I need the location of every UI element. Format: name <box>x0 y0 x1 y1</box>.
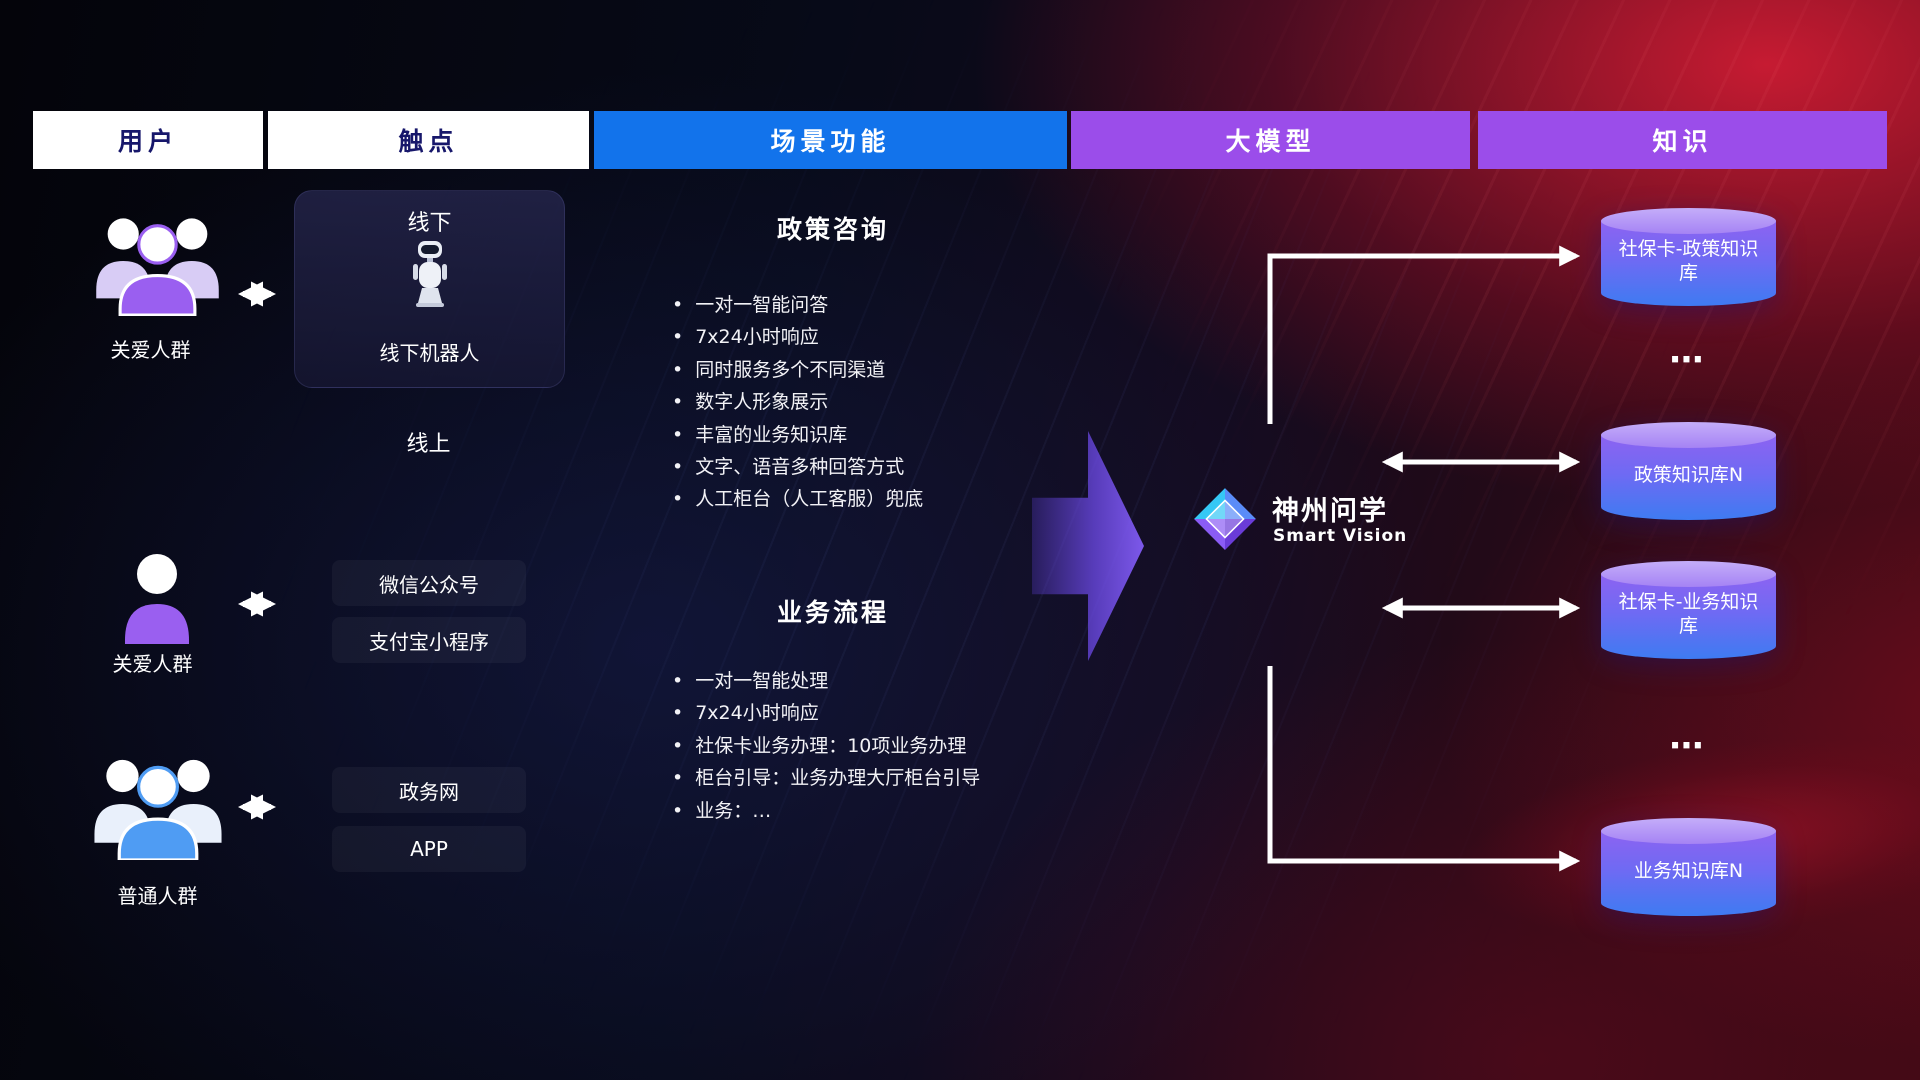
offline-touchpoint-panel: 线下 线下机器人 <box>294 190 565 388</box>
user-group1-label: 关爱人群 <box>110 338 191 362</box>
list-item: 柜台引导：业务办理大厅柜台引导 <box>672 762 1132 794</box>
model-logo-icon <box>1194 488 1256 550</box>
robot-icon <box>412 241 447 307</box>
cylinder-body <box>1601 221 1776 306</box>
ellipsis-dots: ⋯ <box>1669 726 1707 766</box>
column-header-touchpoints: 触点 <box>268 111 589 169</box>
list-item: 同时服务多个不同渠道 <box>672 354 1132 386</box>
knowledge-db-label: 政策知识库N <box>1633 464 1744 487</box>
user-group3-label: 普通人群 <box>117 884 198 908</box>
model-name: 神州问学 <box>1272 496 1388 527</box>
channel-wechat: 微信公众号 <box>332 560 526 606</box>
knowledge-db-label: 业务知识库N <box>1633 860 1744 883</box>
scenario-section1-title: 政策咨询 <box>776 215 889 244</box>
column-header-scenarios: 场景功能 <box>594 111 1067 169</box>
scenario-section1-list: 一对一智能问答 7x24小时响应 同时服务多个不同渠道 数字人形象展示 丰富的业… <box>672 289 1132 516</box>
user-group2-label: 关爱人群 <box>112 652 193 676</box>
cylinder-top <box>1601 422 1776 448</box>
knowledge-db-label: 社保卡-政策知识库 <box>1618 238 1759 284</box>
list-item: 7x24小时响应 <box>672 321 1132 353</box>
list-item: 数字人形象展示 <box>672 386 1132 418</box>
list-item: 丰富的业务知识库 <box>672 419 1132 451</box>
arrow-model-to-db4 <box>1267 666 1581 872</box>
list-item: 一对一智能处理 <box>672 665 1132 697</box>
cylinder-top <box>1601 561 1776 587</box>
knowledge-db-label: 社保卡-业务知识库 <box>1618 591 1759 637</box>
arrow-model-to-db1 <box>1267 245 1581 424</box>
online-title: 线上 <box>406 432 451 457</box>
user-single-purple-icon <box>125 554 189 644</box>
channel-alipay: 支付宝小程序 <box>332 617 526 663</box>
cylinder-body <box>1601 831 1776 916</box>
list-item: 一对一智能问答 <box>672 289 1132 321</box>
list-item: 社保卡业务办理：10项业务办理 <box>672 730 1132 762</box>
knowledge-db-business-n: 业务知识库N <box>1601 818 1776 916</box>
column-header-knowledge: 知识 <box>1478 111 1887 169</box>
user-group-blue-icon <box>94 759 222 860</box>
column-header-model: 大模型 <box>1071 111 1470 169</box>
channel-app: APP <box>332 826 526 872</box>
knowledge-db-policy-n: 政策知识库N <box>1601 422 1776 520</box>
scenario-section2-list: 一对一智能处理 7x24小时响应 社保卡业务办理：10项业务办理 柜台引导：业务… <box>672 665 1132 827</box>
ellipsis-dots: ⋯ <box>1669 340 1707 380</box>
list-item: 人工柜台（人工客服）兜底 <box>672 483 1132 515</box>
list-item: 7x24小时响应 <box>672 697 1132 729</box>
model-subtitle: Smart Vision <box>1273 526 1408 546</box>
knowledge-db-policy-ssc: 社保卡-政策知识库 <box>1601 208 1776 306</box>
offline-title: 线下 <box>407 211 452 236</box>
cylinder-top <box>1601 208 1776 234</box>
column-header-users: 用户 <box>33 111 263 169</box>
list-item: 文字、语音多种回答方式 <box>672 451 1132 483</box>
scenario-section2-title: 业务流程 <box>776 598 889 627</box>
list-item: 业务：… <box>672 795 1132 827</box>
knowledge-db-business-ssc: 社保卡-业务知识库 <box>1601 561 1776 659</box>
cylinder-body <box>1601 435 1776 520</box>
channel-govweb: 政务网 <box>332 767 526 813</box>
offline-device-label: 线下机器人 <box>379 341 480 365</box>
cylinder-body <box>1601 574 1776 659</box>
user-group-purple-icon <box>96 218 219 316</box>
